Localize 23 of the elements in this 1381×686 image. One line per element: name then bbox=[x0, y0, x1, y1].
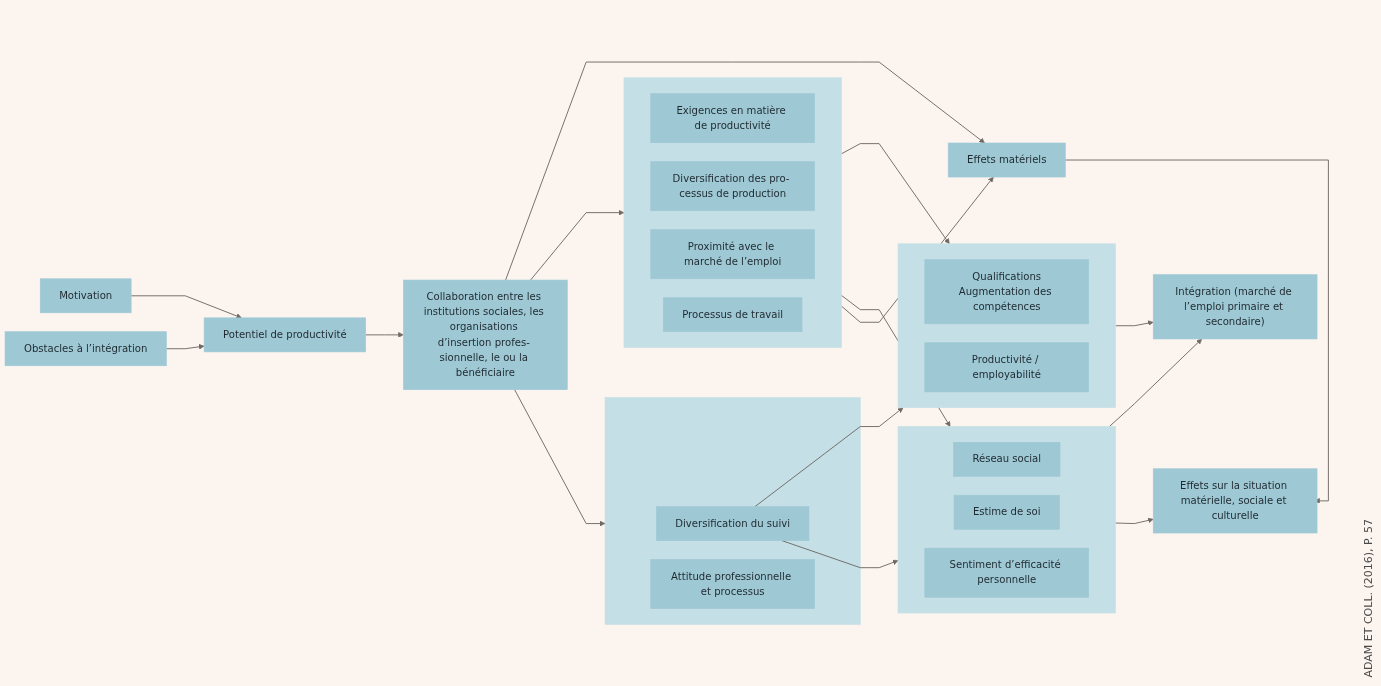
node-box: Proximité avec le marché de l’emploi bbox=[650, 229, 815, 279]
node-box: Intégration (marché de l’emploi primaire et secondaire) bbox=[1152, 274, 1318, 340]
node-box: Sentiment d’efficacité personnelle bbox=[924, 547, 1089, 598]
node-box: Réseau social bbox=[953, 441, 1061, 477]
node-box: Estime de soi bbox=[953, 494, 1060, 530]
node-box: Effets sur la situation matérielle, sociale et culturelle bbox=[1152, 468, 1318, 534]
node-box: Motivation bbox=[39, 278, 132, 313]
node-box: Obstacles à l’intégration bbox=[4, 331, 167, 366]
node-box: Productivité / employabilité bbox=[924, 342, 1089, 392]
node-box: Potentiel de productivité bbox=[203, 317, 366, 352]
node-box: Processus de travail bbox=[663, 297, 803, 332]
node-box: Attitude professionnelle et processus bbox=[650, 558, 815, 609]
cluster bbox=[897, 426, 1116, 614]
node-box: Qualifications Augmentation des compétences bbox=[924, 259, 1089, 324]
node-box: Effets matériels bbox=[947, 142, 1066, 178]
node-box: Diversification des pro- cessus de production bbox=[650, 161, 815, 211]
source-note: ADAM ET COLL. (2016), P. 57 bbox=[1362, 519, 1375, 678]
node-box: Exigences en matière de productivité bbox=[650, 93, 815, 143]
cluster bbox=[897, 243, 1116, 408]
node-box: Diversification du suivi bbox=[656, 506, 810, 541]
cluster bbox=[604, 397, 861, 625]
node-box: Collaboration entre les institutions sociales, les organisations d’insertion profes- sionnelle, le ou la bénéficiaire bbox=[403, 279, 568, 390]
cluster bbox=[623, 77, 842, 348]
